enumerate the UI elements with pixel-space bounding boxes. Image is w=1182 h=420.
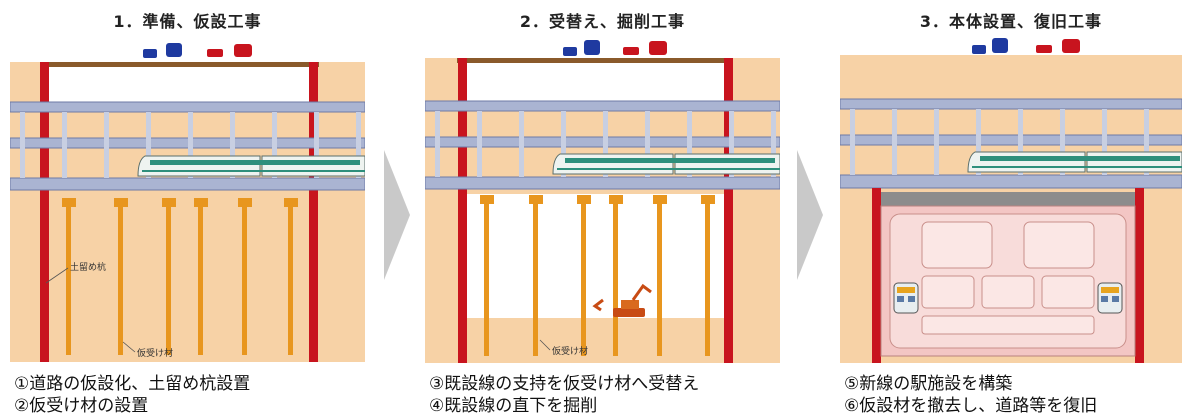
retaining-pile — [1135, 188, 1144, 363]
retaining-pile — [724, 58, 733, 363]
temporary-supports — [62, 198, 298, 355]
next-stage-arrow — [797, 150, 823, 280]
stage-2-diagram: 仮受け材 — [425, 40, 780, 363]
new-station-structure — [880, 192, 1136, 357]
support-label: 仮受け材 — [137, 347, 173, 359]
vehicles — [143, 43, 252, 58]
train — [137, 155, 365, 177]
pile-label: 土留め杭 — [70, 261, 106, 273]
caption-line: ⑤新線の駅施設を構築 — [844, 374, 1013, 394]
caption-line: ②仮受け材の設置 — [14, 396, 149, 416]
vehicles — [563, 40, 667, 56]
panel-title: 3．本体設置、復旧工事 — [919, 12, 1103, 31]
panel-title: 2．受替え、掘削工事 — [519, 12, 686, 31]
temporary-road-deck — [457, 58, 727, 63]
existing-viaduct — [10, 101, 365, 191]
stage-3-diagram — [840, 38, 1182, 363]
stage-1-diagram: 土留め杭 仮受け材 — [10, 43, 365, 362]
vehicles — [972, 38, 1080, 54]
open-space — [463, 63, 725, 101]
open-space — [48, 67, 310, 102]
train — [967, 151, 1182, 173]
caption: ①道路の仮設化、土留め杭設置 ②仮受け材の設置 — [14, 373, 250, 417]
caption-line: ①道路の仮設化、土留め杭設置 — [14, 374, 251, 394]
caption-line: ③既設線の支持を仮受け材へ受替え — [429, 374, 700, 394]
next-stage-arrow — [384, 150, 410, 280]
caption-line: ④既設線の直下を掘削 — [429, 396, 598, 416]
panel-stage-1: 1．準備、仮設工事 — [10, 0, 365, 420]
temporary-road-deck — [44, 62, 319, 67]
support-label: 仮受け材 — [552, 345, 588, 357]
caption: ③既設線の支持を仮受け材へ受替え ④既設線の直下を掘削 — [429, 373, 699, 417]
train — [552, 153, 780, 175]
temporary-supports — [480, 195, 715, 356]
retaining-pile — [872, 188, 881, 363]
existing-viaduct — [425, 100, 780, 190]
retaining-pile — [309, 62, 318, 362]
retaining-pile — [40, 62, 49, 362]
retaining-pile — [458, 58, 467, 363]
caption: ⑤新線の駅施設を構築 ⑥仮設材を撤去し、道路等を復旧 — [844, 373, 1097, 417]
panel-stage-2: 2．受替え、掘削工事 — [425, 0, 780, 420]
train-front-icon — [893, 282, 919, 314]
excavated-area — [463, 194, 725, 318]
caption-line: ⑥仮設材を撤去し、道路等を復旧 — [844, 396, 1098, 416]
existing-viaduct — [840, 98, 1182, 189]
panel-title: 1．準備、仮設工事 — [113, 12, 262, 31]
excavator-icon — [592, 283, 652, 317]
train-front-icon — [1097, 282, 1123, 314]
panel-stage-3: 3．本体設置、復旧工事 — [840, 0, 1182, 420]
